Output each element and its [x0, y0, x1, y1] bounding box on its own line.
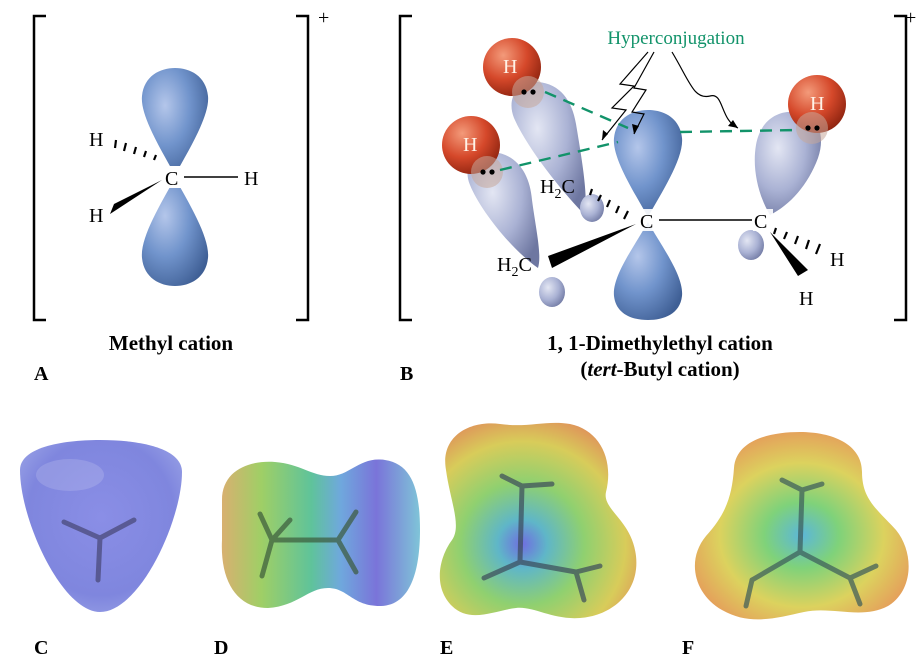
hashed-bond-upper-ch2	[588, 188, 629, 220]
map-c-skeleton	[61, 517, 137, 583]
map-letter-c: C	[34, 637, 48, 658]
right-bracket-a	[296, 14, 310, 322]
potential-map-c: C	[20, 440, 182, 658]
right-carbon: C	[754, 211, 767, 233]
charge-a: +	[318, 7, 329, 29]
sp3-orbital-right-small-lobe	[738, 230, 764, 260]
map-e-skeleton	[481, 473, 603, 603]
hydrogen-b-bottom: H	[799, 288, 813, 310]
panel-b: + H H H	[398, 7, 916, 385]
map-letter-e: E	[440, 637, 453, 658]
hydrogen-ball-label-2: H	[463, 134, 477, 156]
central-p-orbital-upper-lobe	[613, 110, 683, 217]
annotation-arrows	[601, 51, 739, 141]
potential-map-d: D	[214, 459, 420, 658]
map-letter-f: F	[682, 637, 694, 658]
left-bracket-a	[32, 14, 46, 322]
ch2-lower: H2C	[497, 254, 532, 280]
sp3-orbital-upper-left	[511, 81, 586, 215]
map-d-skeleton	[257, 509, 359, 579]
potential-map-f: F	[682, 432, 909, 658]
map-c-surface	[20, 440, 182, 612]
caption-b-line1: 1, 1-Dimethylethyl cation	[547, 331, 773, 355]
hydrogen-ball-label-1: H	[503, 56, 517, 78]
right-bracket-b	[894, 14, 908, 322]
map-f-skeleton	[743, 477, 879, 609]
potential-map-e: E	[439, 422, 637, 658]
p-orbital-lower-lobe	[141, 178, 209, 286]
central-p-orbital-lower-lobe	[613, 222, 683, 320]
hyperconjugation-dashes	[499, 90, 801, 172]
ch2-upper: H2C	[540, 176, 575, 202]
charge-b: +	[905, 7, 916, 29]
left-bracket-b	[398, 14, 412, 322]
hydrogen-a-right: H	[244, 168, 258, 190]
solid-wedge-lower-ch2	[548, 224, 636, 268]
caption-b-line2: (tert-Butyl cation)	[580, 357, 739, 381]
sp3-orbital-lower-left-small-lobe	[539, 277, 565, 307]
central-carbon: C	[640, 211, 653, 233]
solid-wedge-right-h	[770, 232, 808, 276]
electron-pair-1	[512, 76, 544, 108]
electron-pair-2	[471, 156, 503, 188]
hydrogen-a-lower-left: H	[89, 205, 103, 227]
map-d-surface	[221, 459, 420, 608]
panel-a: + C H H H Methyl cation A	[32, 7, 329, 385]
electron-pair-3	[796, 112, 828, 144]
hashed-wedge-bond-a	[113, 139, 158, 161]
caption-a: Methyl cation	[109, 331, 234, 355]
hydrogen-ball-label-3: H	[810, 93, 824, 115]
map-e-surface	[439, 422, 637, 619]
hydrogen-b-right: H	[830, 249, 844, 271]
p-orbital-upper-lobe	[141, 68, 209, 175]
panel-letter-a: A	[34, 363, 49, 385]
map-letter-d: D	[214, 637, 228, 658]
hydrogen-a-upper-left: H	[89, 129, 103, 151]
solid-wedge-bond-a	[110, 180, 162, 214]
hashed-bond-right-h	[772, 227, 822, 255]
carbon-a: C	[165, 168, 178, 190]
panel-letter-b: B	[400, 363, 413, 385]
hyperconjugation-label: Hyperconjugation	[607, 28, 745, 49]
